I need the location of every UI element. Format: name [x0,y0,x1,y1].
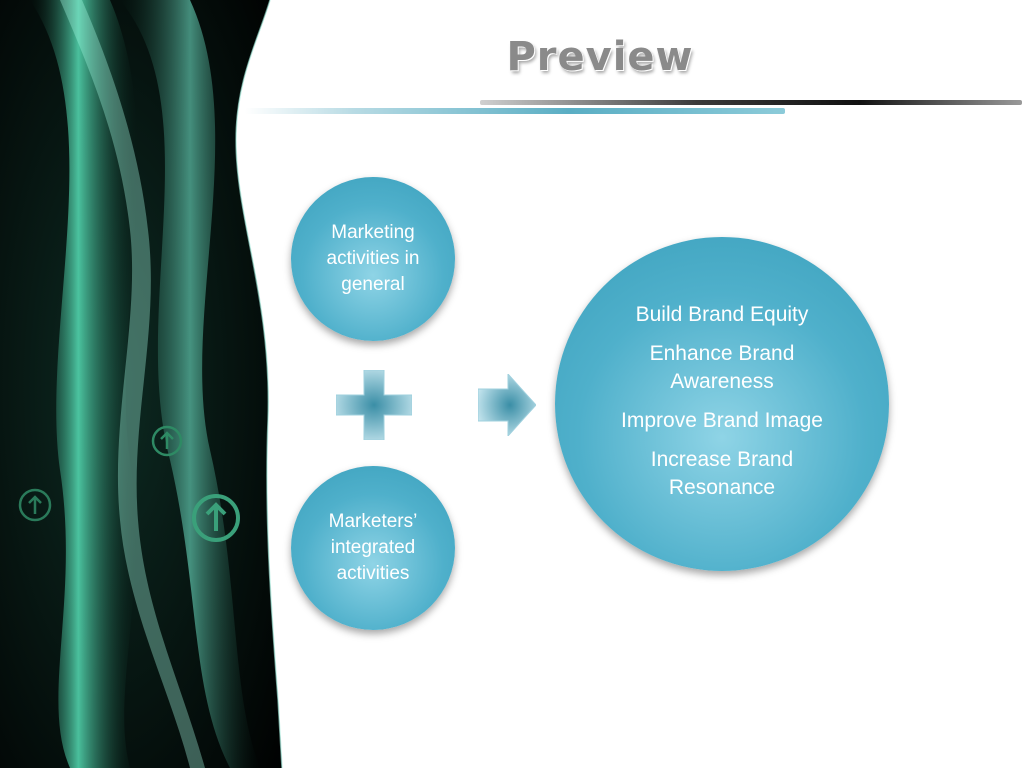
outcome-item: Increase Brand Resonance [650,448,794,499]
outcome-item: Improve Brand Image [621,409,823,432]
outcome-list: Build Brand Equity Enhance Brand Awarene… [597,301,847,513]
title-rule-blue [245,108,785,114]
up-arrow-circle-icon [151,425,183,457]
up-arrow-circle-icon [192,494,240,542]
up-arrow-circle-icon [18,488,52,522]
outcome-item: Enhance Brand Awareness [649,342,795,393]
input-label: Marketers’ integrated activities [328,511,418,584]
decorative-side-panel [0,0,283,768]
input-circle-marketing-activities: Marketing activities in general [291,177,455,341]
arrow-right-icon [478,374,536,436]
outcome-circle: Build Brand Equity Enhance Brand Awarene… [555,237,889,571]
slide-title: Preview [506,34,694,80]
outcome-item: Build Brand Equity [635,303,809,326]
input-circle-integrated-activities: Marketers’ integrated activities [291,466,455,630]
title-rule-dark [480,100,1022,105]
input-label: Marketing activities in general [326,222,420,295]
plus-icon [336,370,412,440]
